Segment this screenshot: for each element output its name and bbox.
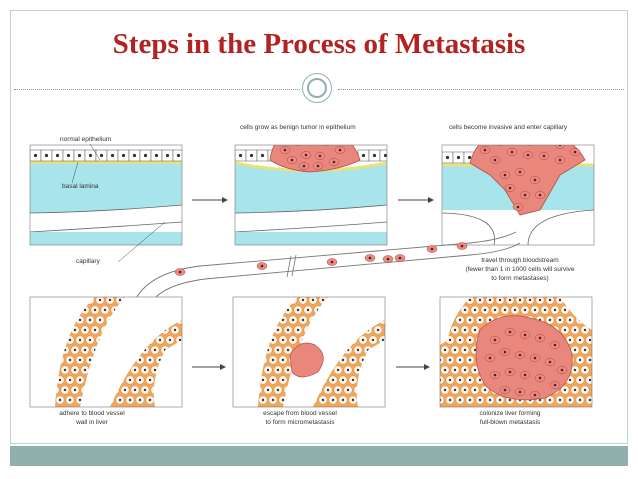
panel-normal-epithelium (30, 145, 182, 245)
label-adhere-1: adhere to blood vessel (59, 410, 125, 417)
label-bloodstream-1: travel through bloodstream (481, 257, 558, 264)
label-basal-lamina: basal lamina (62, 183, 99, 190)
panel-escape-vessel (233, 297, 385, 407)
label-bloodstream-2: (fewer than 1 in 1000 cells will survive (465, 266, 574, 273)
label-adhere-2: wall in liver (75, 419, 109, 426)
circle-ornament-icon (302, 73, 332, 103)
panel-invasive-cells (442, 145, 594, 245)
label-escape-2: to form micrometastasis (266, 419, 336, 426)
label-benign-tumor: cells grow as benign tumor in epithelium (240, 124, 356, 131)
label-colonize-1: colonize liver forming (479, 410, 540, 417)
title-divider-left (14, 89, 300, 90)
arrow-right-icon (396, 364, 430, 370)
panel-benign-tumor (235, 145, 387, 245)
arrow-right-icon (192, 197, 228, 203)
label-invasive: cells become invasive and enter capillar… (449, 124, 568, 131)
panel-colonize-liver (440, 297, 592, 407)
label-capillary: capillary (76, 258, 101, 265)
panel-adhere-vessel (30, 297, 182, 407)
label-normal-epithelium: normal epithelium (60, 136, 111, 143)
slide-title: Steps in the Process of Metastasis (112, 28, 526, 60)
title-divider-right (338, 89, 624, 90)
footer-band (10, 446, 628, 466)
arrow-right-icon (192, 364, 226, 370)
label-bloodstream-3: to form metastases) (491, 275, 548, 282)
arrow-right-icon (398, 197, 434, 203)
label-escape-1: escape from blood vessel (263, 410, 337, 417)
label-colonize-2: full-blown metastasis (480, 419, 541, 426)
